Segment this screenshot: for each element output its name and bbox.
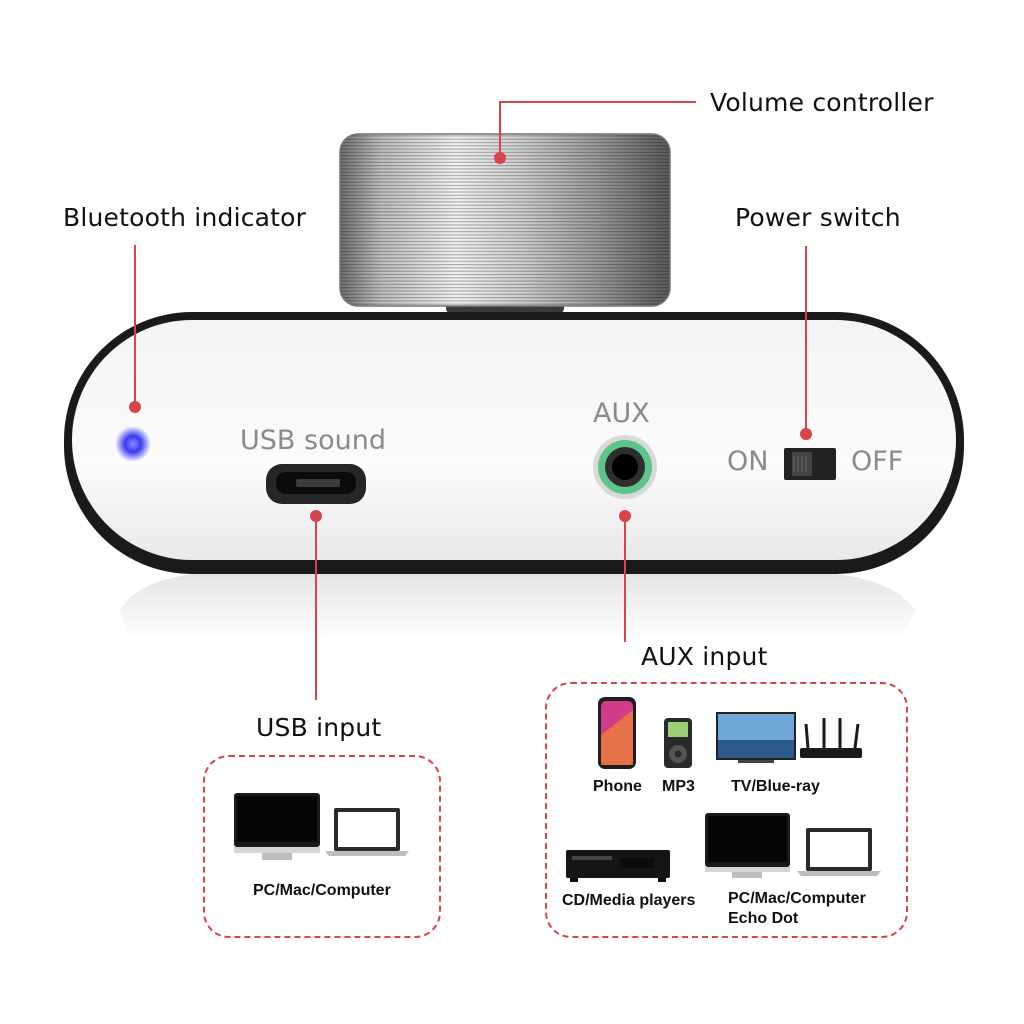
- mp3-icon: [664, 718, 692, 768]
- aux-box-laptop-icon: [797, 828, 881, 876]
- aux-box-pc-label: PC/Mac/Computer: [728, 890, 866, 907]
- aux-jack[interactable]: [593, 435, 657, 499]
- cd-label: CD/Media players: [562, 892, 696, 909]
- off-label: OFF: [851, 446, 904, 477]
- bluetooth-indicator-label: Bluetooth indicator: [63, 203, 307, 232]
- volume-controller-label: Volume controller: [710, 88, 934, 117]
- leader-lines: [134, 101, 807, 700]
- router-icon: [800, 718, 862, 758]
- usb-input-box: [203, 755, 441, 938]
- aux-input-label: AUX input: [641, 642, 768, 671]
- power-switch[interactable]: [784, 448, 836, 480]
- body-reflection: [120, 572, 915, 640]
- usb-box-laptop-icon: [325, 808, 409, 856]
- usb-box-pc-label: PC/Mac/Computer: [253, 882, 391, 899]
- on-label: ON: [727, 446, 769, 477]
- amplifier-body: [64, 312, 964, 574]
- aux-input-box: [545, 682, 908, 938]
- usb-input-label: USB input: [256, 713, 382, 742]
- echo-dot-label: Echo Dot: [728, 910, 799, 927]
- tv-label: TV/Blue-ray: [731, 778, 820, 795]
- mp3-label: MP3: [662, 778, 695, 795]
- tv-icon: [716, 712, 796, 763]
- bluetooth-led: [115, 426, 151, 462]
- usb-box-monitor-icon: [234, 793, 320, 860]
- leader-volume: [499, 101, 696, 157]
- power-switch-label: Power switch: [735, 203, 901, 232]
- leader-dots: [129, 152, 812, 522]
- cd-player-icon: [566, 850, 670, 882]
- phone-icon: [598, 697, 636, 769]
- usb-port[interactable]: [266, 464, 366, 504]
- phone-label: Phone: [593, 778, 642, 795]
- aux-panel-label: AUX: [593, 398, 650, 429]
- volume-knob[interactable]: [339, 133, 671, 314]
- aux-box-monitor-icon: [705, 813, 790, 878]
- usb-sound-label: USB sound: [240, 425, 386, 456]
